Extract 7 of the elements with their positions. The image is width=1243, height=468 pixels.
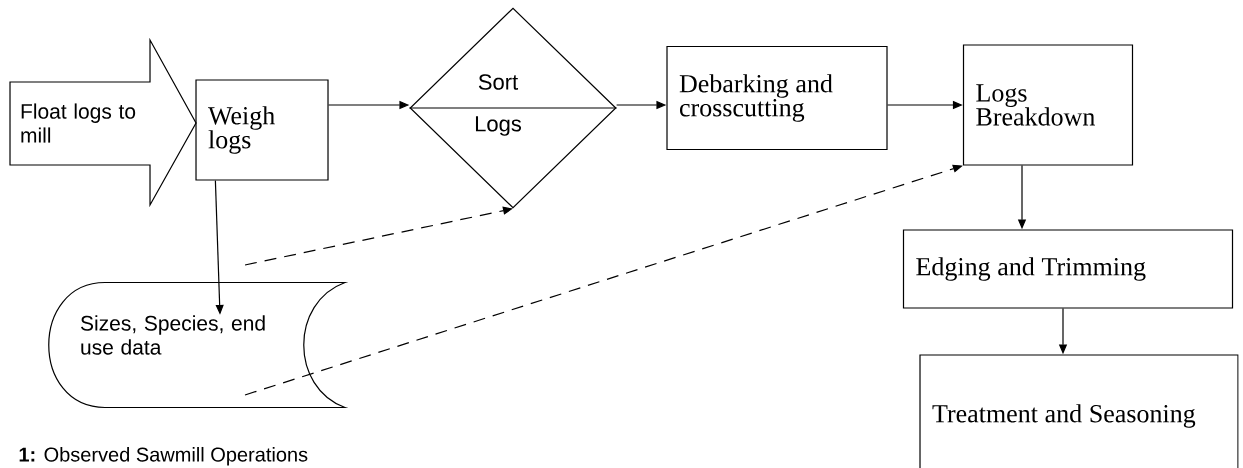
process-box: Debarking and crosscutting [666,45,888,151]
process-box: Edging and Trimming [902,229,1234,309]
process-box: Treatment and Seasoning [919,354,1239,468]
arrow [244,206,513,266]
process-box: Weigh logs [195,79,329,181]
process-box: Logs Breakdown [962,44,1134,166]
caption: 1: Observed Sawmill Operations [19,446,308,466]
